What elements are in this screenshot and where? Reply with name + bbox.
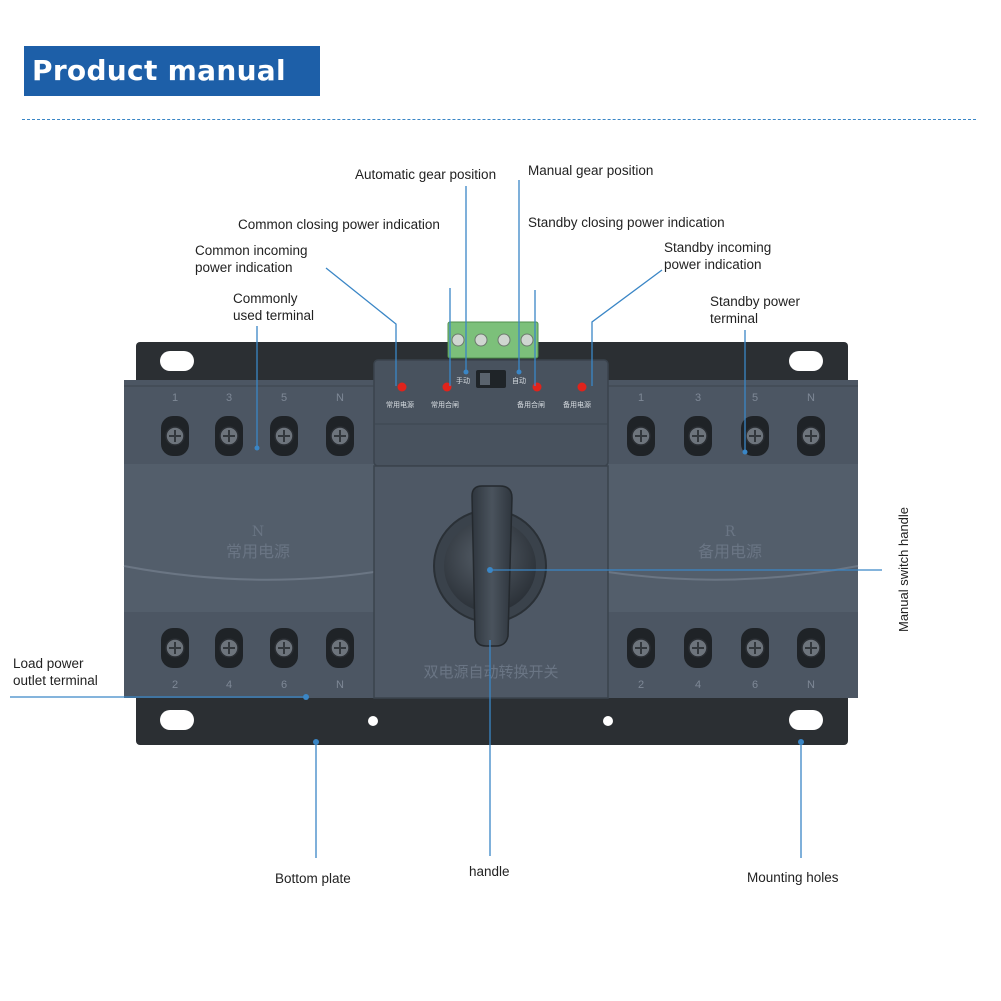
label-manual-switch-handle: Manual switch handle (896, 506, 911, 632)
terminal-number: 3 (695, 392, 701, 404)
left-panel-text: 常用电源 (226, 542, 290, 561)
callout-lines (10, 180, 882, 858)
label-common-incoming-power: Common incoming power indication (195, 242, 308, 276)
led-common-closing (442, 382, 452, 392)
terminal-number: 3 (226, 392, 232, 404)
indicator-label: 常用合闸 (431, 400, 459, 409)
right-panel-letter: R (725, 524, 736, 540)
screw-slot (692, 642, 704, 654)
label-bottom-plate: Bottom plate (275, 871, 351, 886)
terminal-number: N (807, 392, 815, 404)
indicator-label: 常用电源 (386, 400, 414, 409)
mounting-hole (789, 710, 823, 730)
terminal-numbers: 1 3 5 N 1 3 5 N 2 4 6 N 2 4 6 N (172, 392, 815, 691)
screw-slot (223, 642, 235, 654)
screw-slot (635, 430, 647, 442)
label-standby-incoming-power: Standby incoming power indication (664, 239, 771, 273)
label-line: terminal (710, 311, 759, 326)
terminal-number: 2 (172, 679, 178, 691)
header-divider (22, 119, 976, 120)
label-line: Standby power (710, 294, 801, 309)
terminal-number: 2 (638, 679, 644, 691)
mounting-hole (603, 716, 613, 726)
screw-slot (169, 642, 181, 654)
screw-slot (749, 642, 761, 654)
switch-label-auto: 自动 (512, 376, 526, 385)
terminal-number: 5 (752, 392, 758, 404)
terminal-number: 5 (281, 392, 287, 404)
terminal-number: N (336, 679, 344, 691)
screw-slot (278, 430, 290, 442)
terminal-number: N (807, 679, 815, 691)
label-manual-gear-position: Manual gear position (528, 163, 654, 178)
label-automatic-gear-position: Automatic gear position (355, 167, 497, 182)
label-line: Standby incoming (664, 240, 772, 255)
label-line: Load power (13, 656, 84, 671)
label-commonly-used-terminal: Commonly used terminal (233, 290, 314, 324)
label-mounting-holes: Mounting holes (747, 870, 839, 885)
indicator-label: 备用电源 (563, 400, 591, 409)
terminal-screws (161, 416, 825, 668)
page-title: Product manual (24, 46, 320, 96)
switch-label-manual: 手动 (456, 376, 470, 385)
label-line: Commonly (233, 291, 298, 306)
label-standby-closing-power: Standby closing power indication (528, 215, 725, 230)
indicator-label: 备用合闸 (517, 400, 545, 409)
label-line: used terminal (233, 308, 315, 323)
label-common-closing-power: Common closing power indication (238, 217, 440, 232)
label-load-power-outlet: Load power outlet terminal (13, 655, 98, 689)
label-line: power indication (195, 260, 293, 275)
mounting-hole (368, 716, 378, 726)
terminal-number: 1 (172, 392, 178, 404)
screw-slot (278, 642, 290, 654)
product-name: 双电源自动转换开关 (423, 663, 558, 681)
terminal-number: N (336, 392, 344, 404)
screw-slot (169, 430, 181, 442)
screw-slot (805, 642, 817, 654)
led-standby-closing (532, 382, 542, 392)
label-handle: handle (469, 864, 510, 879)
mounting-hole (160, 351, 194, 371)
mounting-hole (789, 351, 823, 371)
terminal-number: 6 (752, 679, 758, 691)
screw-slot (334, 642, 346, 654)
label-standby-power-terminal: Standby power terminal (710, 293, 800, 327)
terminal-number: 6 (281, 679, 287, 691)
screw-slot (805, 430, 817, 442)
screw-slot (635, 642, 647, 654)
control-connector (447, 321, 539, 359)
led-standby-power (577, 382, 587, 392)
manual-switch-handle (433, 485, 547, 647)
callout-common-incoming (325, 267, 397, 386)
screw-slot (223, 430, 235, 442)
terminal-number: 4 (695, 679, 701, 691)
label-line: power indication (664, 257, 762, 272)
label-line: Common incoming (195, 243, 308, 258)
terminal-number: 4 (226, 679, 232, 691)
mounting-hole (160, 710, 194, 730)
screw-slot (334, 430, 346, 442)
terminal-number: 1 (638, 392, 644, 404)
screw-slot (692, 430, 704, 442)
label-line: outlet terminal (13, 673, 98, 688)
callout-standby-incoming (591, 269, 663, 386)
screw-slot (749, 430, 761, 442)
right-panel-text: 备用电源 (698, 542, 762, 561)
led-common-power (397, 382, 407, 392)
left-panel-letter: N (252, 524, 264, 540)
